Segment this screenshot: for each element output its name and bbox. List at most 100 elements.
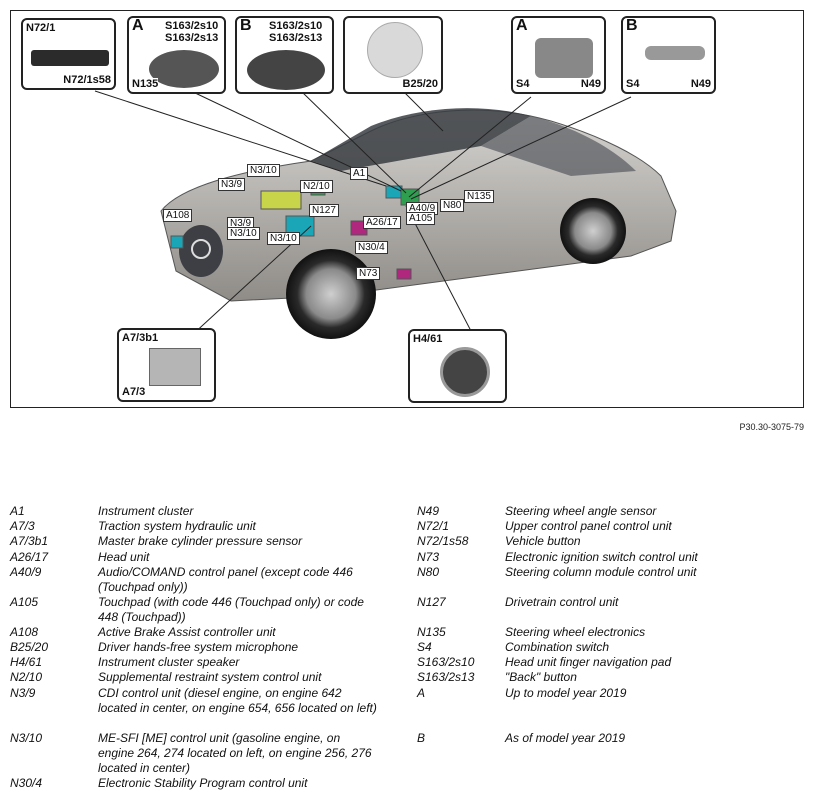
legend-desc: Supplemental restraint system control un… bbox=[98, 670, 322, 684]
variant-label: A bbox=[132, 17, 144, 34]
callout-title: N72/1 bbox=[26, 22, 56, 34]
callout-b-steering-wheel: B S163/2s10 S163/2s13 bbox=[235, 16, 334, 94]
s4-label: S4 bbox=[626, 78, 640, 90]
callout-b-combination-switch: B S4 N49 bbox=[621, 16, 716, 94]
hydraulic-unit-image bbox=[149, 348, 201, 386]
legend-desc: Touchpad (with code 446 (Touchpad only) … bbox=[98, 595, 364, 624]
legend-desc: ME-SFI [ME] control unit (gasoline engin… bbox=[98, 731, 372, 775]
legend-code: A7/3 bbox=[10, 519, 35, 533]
legend-code: A105 bbox=[10, 595, 39, 609]
callout-a7-3: A7/3b1 A7/3 bbox=[117, 328, 216, 402]
legend-code: A bbox=[417, 686, 426, 700]
legend-desc: Audio/COMAND control panel (except code … bbox=[98, 565, 353, 594]
legend-desc: Head unit finger navigation pad bbox=[505, 655, 672, 669]
legend-code: N30/4 bbox=[10, 776, 43, 790]
legend-desc: Steering wheel angle sensor bbox=[505, 504, 657, 518]
legend-desc: Up to model year 2019 bbox=[505, 686, 627, 700]
legend-code: N3/10 bbox=[10, 731, 43, 745]
callout-line1: A7/3b1 bbox=[122, 332, 159, 344]
steering-wheel-image bbox=[247, 50, 325, 90]
legend-code: N80 bbox=[417, 565, 440, 579]
legend-right: N49 Steering wheel angle sensor N72/1 Uppe… bbox=[417, 504, 807, 764]
label-n3-10: N3/10 bbox=[267, 232, 300, 245]
n49-label: N49 bbox=[580, 78, 601, 90]
legend-code: N72/1s58 bbox=[417, 534, 469, 548]
label-n127: N127 bbox=[309, 204, 339, 217]
legend-code: H4/61 bbox=[10, 655, 43, 669]
label-n3-10: N3/10 bbox=[247, 164, 280, 177]
legend-desc: Instrument cluster speaker bbox=[98, 655, 240, 669]
label-n80: N80 bbox=[440, 199, 465, 212]
legend-code: A7/3b1 bbox=[10, 534, 49, 548]
switch-image bbox=[535, 38, 593, 78]
callout-b25-20: B25/20 bbox=[343, 16, 443, 94]
legend-desc: Head unit bbox=[98, 550, 150, 564]
legend-desc: CDI control unit (diesel engine, on engi… bbox=[98, 686, 377, 715]
label-n3-10: N3/10 bbox=[227, 227, 260, 240]
legend-desc: "Back" button bbox=[505, 670, 577, 684]
label-a108: A108 bbox=[163, 209, 193, 222]
callout-n72-1: N72/1 N72/1s58 bbox=[21, 18, 116, 90]
n49-label: N49 bbox=[690, 78, 711, 90]
label-n3-9: N3/9 bbox=[218, 178, 246, 191]
legend-desc: Traction system hydraulic unit bbox=[98, 519, 256, 533]
legend-code: B bbox=[417, 731, 426, 745]
callout-title: B25/20 bbox=[402, 78, 438, 90]
callout-a-steering-wheel: A S163/2s10 S163/2s13 N135 bbox=[127, 16, 226, 94]
microphone-image bbox=[367, 22, 423, 78]
switch-image bbox=[645, 46, 705, 60]
legend-code: N49 bbox=[417, 504, 440, 518]
variant-label: A bbox=[516, 17, 528, 34]
label-a40-9: A40/9 bbox=[406, 202, 439, 215]
legend-code: N127 bbox=[417, 595, 446, 609]
variant-label: B bbox=[240, 17, 252, 34]
legend-desc: Vehicle button bbox=[505, 534, 581, 548]
legend-desc: Upper control panel control unit bbox=[505, 519, 672, 533]
component-location-figure: N72/1 N72/1s58 A S163/2s10 S163/2s13 N13… bbox=[10, 10, 804, 408]
legend-desc: Steering wheel electronics bbox=[505, 625, 646, 639]
legend-code: A1 bbox=[10, 504, 25, 518]
callout-line1: S163/2s10 bbox=[269, 20, 323, 32]
legend-code: N3/9 bbox=[10, 686, 36, 700]
steering-wheel-image bbox=[149, 50, 219, 88]
callout-line2: S163/2s13 bbox=[269, 32, 323, 44]
legend-code: B25/20 bbox=[10, 640, 49, 654]
label-a105: A105 bbox=[406, 212, 436, 225]
legend-code: N73 bbox=[417, 550, 440, 564]
callout-title: H4/61 bbox=[413, 333, 443, 345]
legend-desc: Steering column module control unit bbox=[505, 565, 697, 579]
callout-line3: N135 bbox=[132, 78, 159, 90]
legend-code: S163/2s10 bbox=[417, 655, 475, 669]
control-panel-image bbox=[31, 50, 109, 66]
label-n135: N135 bbox=[464, 190, 494, 203]
label-a1: A1 bbox=[350, 167, 369, 180]
callout-line2: A7/3 bbox=[122, 386, 146, 398]
legend-desc: Drivetrain control unit bbox=[505, 595, 619, 609]
label-a26-17: A26/17 bbox=[363, 216, 401, 229]
legend-desc: Driver hands-free system microphone bbox=[98, 640, 299, 654]
legend-code: N135 bbox=[417, 625, 446, 639]
callout-h4-61: H4/61 bbox=[408, 329, 507, 403]
legend-code: A26/17 bbox=[10, 550, 49, 564]
legend-desc: Combination switch bbox=[505, 640, 610, 654]
legend-desc: Active Brake Assist controller unit bbox=[98, 625, 276, 639]
label-n73: N73 bbox=[356, 267, 381, 280]
figure-reference: P30.30-3075-79 bbox=[739, 422, 804, 432]
legend-code: S4 bbox=[417, 640, 432, 654]
legend-code: A108 bbox=[10, 625, 39, 639]
legend-code: A40/9 bbox=[10, 565, 42, 579]
callout-sub: N72/1s58 bbox=[63, 74, 111, 86]
legend-code: N2/10 bbox=[10, 670, 43, 684]
legend-desc: Electronic ignition switch control unit bbox=[505, 550, 698, 564]
callout-a-combination-switch: A S4 N49 bbox=[511, 16, 606, 94]
legend-code: S163/2s13 bbox=[417, 670, 475, 684]
legend-desc: As of model year 2019 bbox=[505, 731, 626, 745]
callout-line1: S163/2s10 bbox=[165, 20, 219, 32]
s4-label: S4 bbox=[516, 78, 530, 90]
speaker-image bbox=[440, 347, 490, 397]
variant-label: B bbox=[626, 17, 638, 34]
legend-desc: Electronic Stability Program control uni… bbox=[98, 776, 308, 790]
callout-line2: S163/2s13 bbox=[165, 32, 219, 44]
legend-code: N72/1 bbox=[417, 519, 450, 533]
